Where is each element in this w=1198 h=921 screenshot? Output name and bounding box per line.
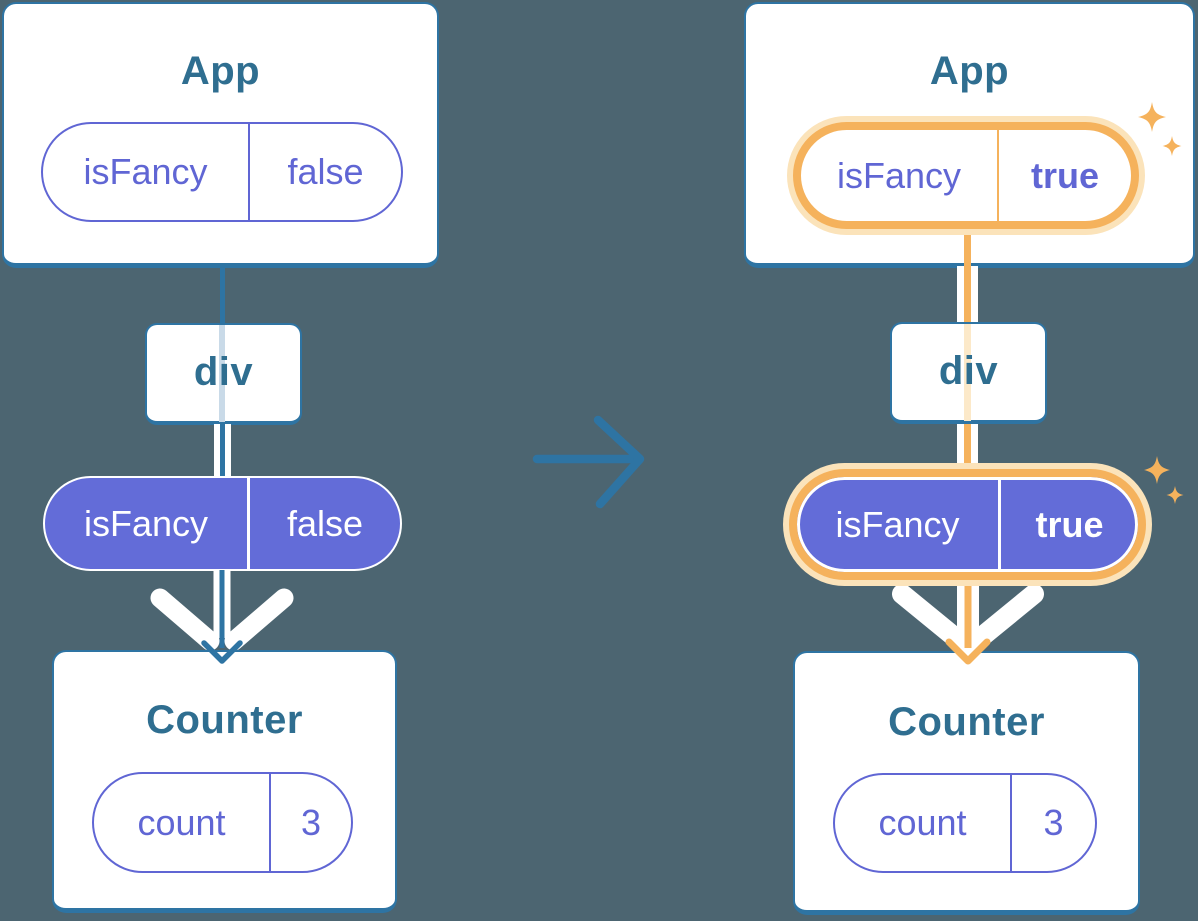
counter-title-before: Counter xyxy=(146,697,303,742)
counter-state-pill-after: count 3 xyxy=(833,773,1097,873)
connector-div-pill-after xyxy=(957,424,978,465)
connector-app-div-before xyxy=(220,266,225,324)
state-value: 3 xyxy=(300,801,322,843)
sparkles-icon xyxy=(1144,456,1184,504)
sparkles-icon xyxy=(1138,102,1182,156)
state-value: true xyxy=(1035,503,1104,545)
state-value: false xyxy=(286,502,364,544)
flow-arrow-icon-before xyxy=(150,570,294,664)
div-label-after: div xyxy=(938,348,999,393)
state-name: count xyxy=(835,775,1012,871)
connector-inside-app-after xyxy=(964,228,971,268)
div-through-line-before xyxy=(219,325,225,422)
counter-title-after: Counter xyxy=(888,699,1045,744)
state-value: 3 xyxy=(1043,802,1064,843)
flow-arrow-icon-after xyxy=(892,586,1044,665)
state-name: isFancy xyxy=(45,478,250,569)
passed-state-pill-before: isFancy false xyxy=(43,476,402,571)
state-value: true xyxy=(1030,154,1099,196)
connector-div-pill-before xyxy=(214,424,231,477)
connector-app-div-after xyxy=(957,266,978,323)
state-value: false xyxy=(287,151,364,192)
state-name: isFancy xyxy=(43,124,250,220)
div-through-line-after xyxy=(964,324,971,421)
app-title-before: App xyxy=(180,48,261,93)
state-name: isFancy xyxy=(797,477,1001,572)
counter-state-pill-before: count 3 xyxy=(92,772,353,873)
state-name: isFancy xyxy=(801,130,999,221)
state-name: count xyxy=(94,774,271,871)
app-title-after: App xyxy=(929,48,1010,93)
transition-arrow-icon xyxy=(532,415,645,509)
passed-state-pill-after: isFancy true xyxy=(789,469,1146,580)
div-label-before: div xyxy=(193,349,254,394)
app-state-pill-before: isFancy false xyxy=(41,122,403,222)
app-state-pill-after: isFancy true xyxy=(793,122,1139,229)
